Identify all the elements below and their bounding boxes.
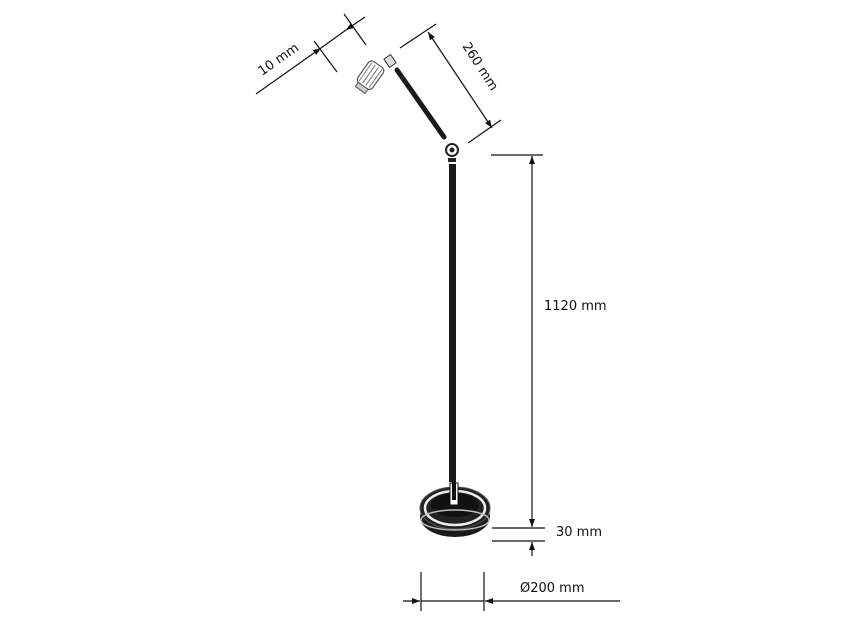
head-offset-dimension: 10 mm <box>255 13 367 95</box>
lamp-arm <box>394 67 447 140</box>
lamp-head <box>354 60 385 95</box>
base-diameter-dimension: Ø200 mm <box>403 572 620 611</box>
arm-length-dimension: 260 mm <box>399 23 502 144</box>
lamp-base <box>419 482 491 537</box>
head-offset-label: 10 mm <box>256 41 302 80</box>
base-diameter-label: Ø200 mm <box>520 581 585 596</box>
arm-length-label: 260 mm <box>459 40 501 94</box>
arm-bracket <box>383 53 397 69</box>
pole-height-label: 1120 mm <box>544 299 607 314</box>
base-height-dimension: 30 mm <box>492 525 602 556</box>
base-height-label: 30 mm <box>556 525 602 540</box>
lamp-pole <box>449 164 456 482</box>
pole-height-dimension: 1120 mm <box>491 154 607 527</box>
floor-lamp-drawing <box>354 53 491 537</box>
